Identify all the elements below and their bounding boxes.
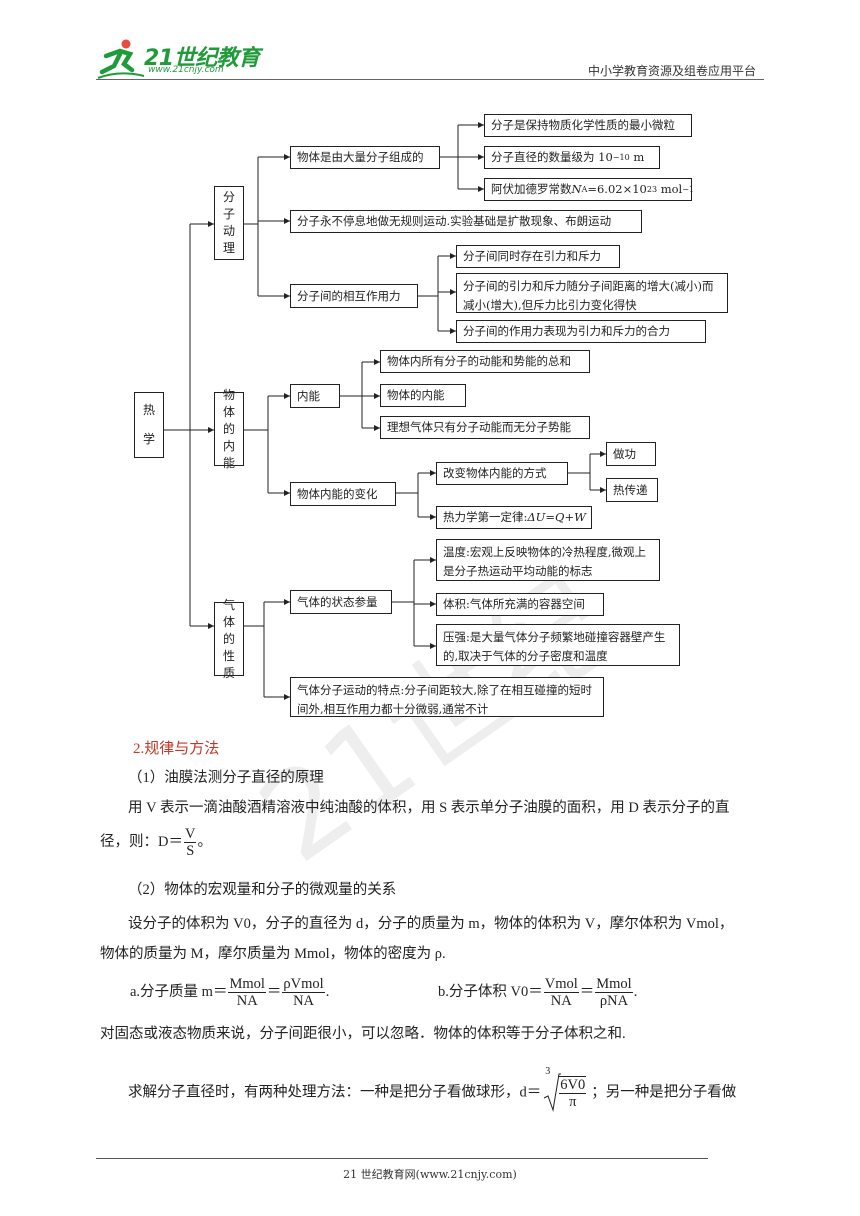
leaf-diameter-magnitude: 分子直径的数量级为 10−10 m bbox=[484, 146, 660, 169]
leaf-volume: 体积:气体所充满的容器空间 bbox=[436, 593, 604, 616]
group-gas-properties: 气体的性质 bbox=[214, 598, 244, 680]
leaf-net-force: 分子间的作用力表现为引力和斥力的合力 bbox=[456, 320, 706, 343]
leaf-force-vs-distance: 分子间的引力和斥力随分子间距离的增大(减小)而减小(增大),但斥力比引力变化得快 bbox=[456, 273, 728, 313]
group-molecular-theory: 分子动理 bbox=[214, 186, 244, 260]
footer-text: 21 世纪教育网(www.21cnjy.com) bbox=[343, 1168, 517, 1181]
leaf-ideal-gas: 理想气体只有分子动能而无分子势能 bbox=[380, 416, 590, 439]
node-state-parameters: 气体的状态参量 bbox=[290, 590, 392, 614]
node-first-law: 热力学第一定律:ΔU=Q+W bbox=[436, 506, 592, 529]
arrowheads bbox=[208, 122, 606, 700]
group-internal-energy: 物体的内能 bbox=[214, 388, 244, 470]
leaf-attraction-repulsion: 分子间同时存在引力和斥力 bbox=[456, 245, 620, 268]
paragraph-solid-liquid: 对固态或液态物质来说，分子间距很小，可以忽略．物体的体积等于分子体积之和. bbox=[100, 1026, 626, 1042]
runner-logo-icon bbox=[97, 39, 145, 79]
brand-url: www.21cnjy.com bbox=[148, 65, 224, 75]
node-internal-energy: 内能 bbox=[290, 384, 340, 408]
brand-logo: 21世纪教育 www.21cnjy.com bbox=[96, 38, 266, 82]
leaf-energy-sum: 物体内所有分子的动能和势能的总和 bbox=[380, 350, 590, 373]
paragraph-oil-film-1: 用 V 表示一滴油酸酒精溶液中纯油酸的体积，用 S 表示单分子油膜的面积，用 D… bbox=[128, 800, 730, 816]
section-title: 2.规律与方法 bbox=[133, 741, 220, 757]
radical-sign-icon bbox=[544, 1073, 562, 1112]
brand-name: 21世纪教育 bbox=[144, 46, 260, 71]
subheading-oil-film: （1）油膜法测分子直径的原理 bbox=[128, 770, 324, 786]
paragraph-definitions-2: 物体的质量为 M，摩尔质量为 Mmol，物体的密度为 ρ. bbox=[100, 946, 446, 962]
paragraph-definitions-1: 设分子的体积为 V0，分子的直径为 d，分子的质量为 m，物体的体积为 V，摩尔… bbox=[128, 916, 734, 932]
mindmap-root: 热 学 bbox=[134, 392, 164, 458]
node-intermolecular-force: 分子间的相互作用力 bbox=[290, 284, 418, 308]
leaf-temperature: 温度:宏观上反映物体的冷热程度,微观上是分子热运动平均动能的标志 bbox=[436, 539, 660, 581]
node-random-motion: 分子永不停息地做无规则运动.实验基础是扩散现象、布朗运动 bbox=[290, 210, 642, 233]
node-composed-of-molecules: 物体是由大量分子组成的 bbox=[290, 146, 440, 169]
leaf-object-internal-energy: 物体的内能 bbox=[380, 384, 466, 407]
leaf-work: 做功 bbox=[606, 442, 656, 466]
footer-divider bbox=[96, 1158, 708, 1159]
platform-tagline: 中小学教育资源及组卷应用平台 bbox=[587, 64, 756, 78]
node-energy-change: 物体内能的变化 bbox=[290, 482, 396, 506]
subheading-macro-micro: （2）物体的宏观量和分子的微观量的关系 bbox=[128, 882, 397, 898]
leaf-pressure: 压强:是大量气体分子频繁地碰撞容器壁产生的,取决于气体的分子密度和温度 bbox=[436, 624, 680, 666]
leaf-smallest-particle: 分子是保持物质化学性质的最小微粒 bbox=[484, 114, 692, 137]
node-ways-to-change: 改变物体内能的方式 bbox=[436, 462, 568, 485]
header-divider bbox=[96, 79, 764, 80]
leaf-heat-transfer: 热传递 bbox=[606, 478, 658, 502]
mindmap-connectors bbox=[164, 122, 606, 700]
node-gas-motion: 气体分子运动的特点:分子间距较大,除了在相互碰撞的短时间外,相互作用力都十分微弱… bbox=[290, 677, 604, 717]
